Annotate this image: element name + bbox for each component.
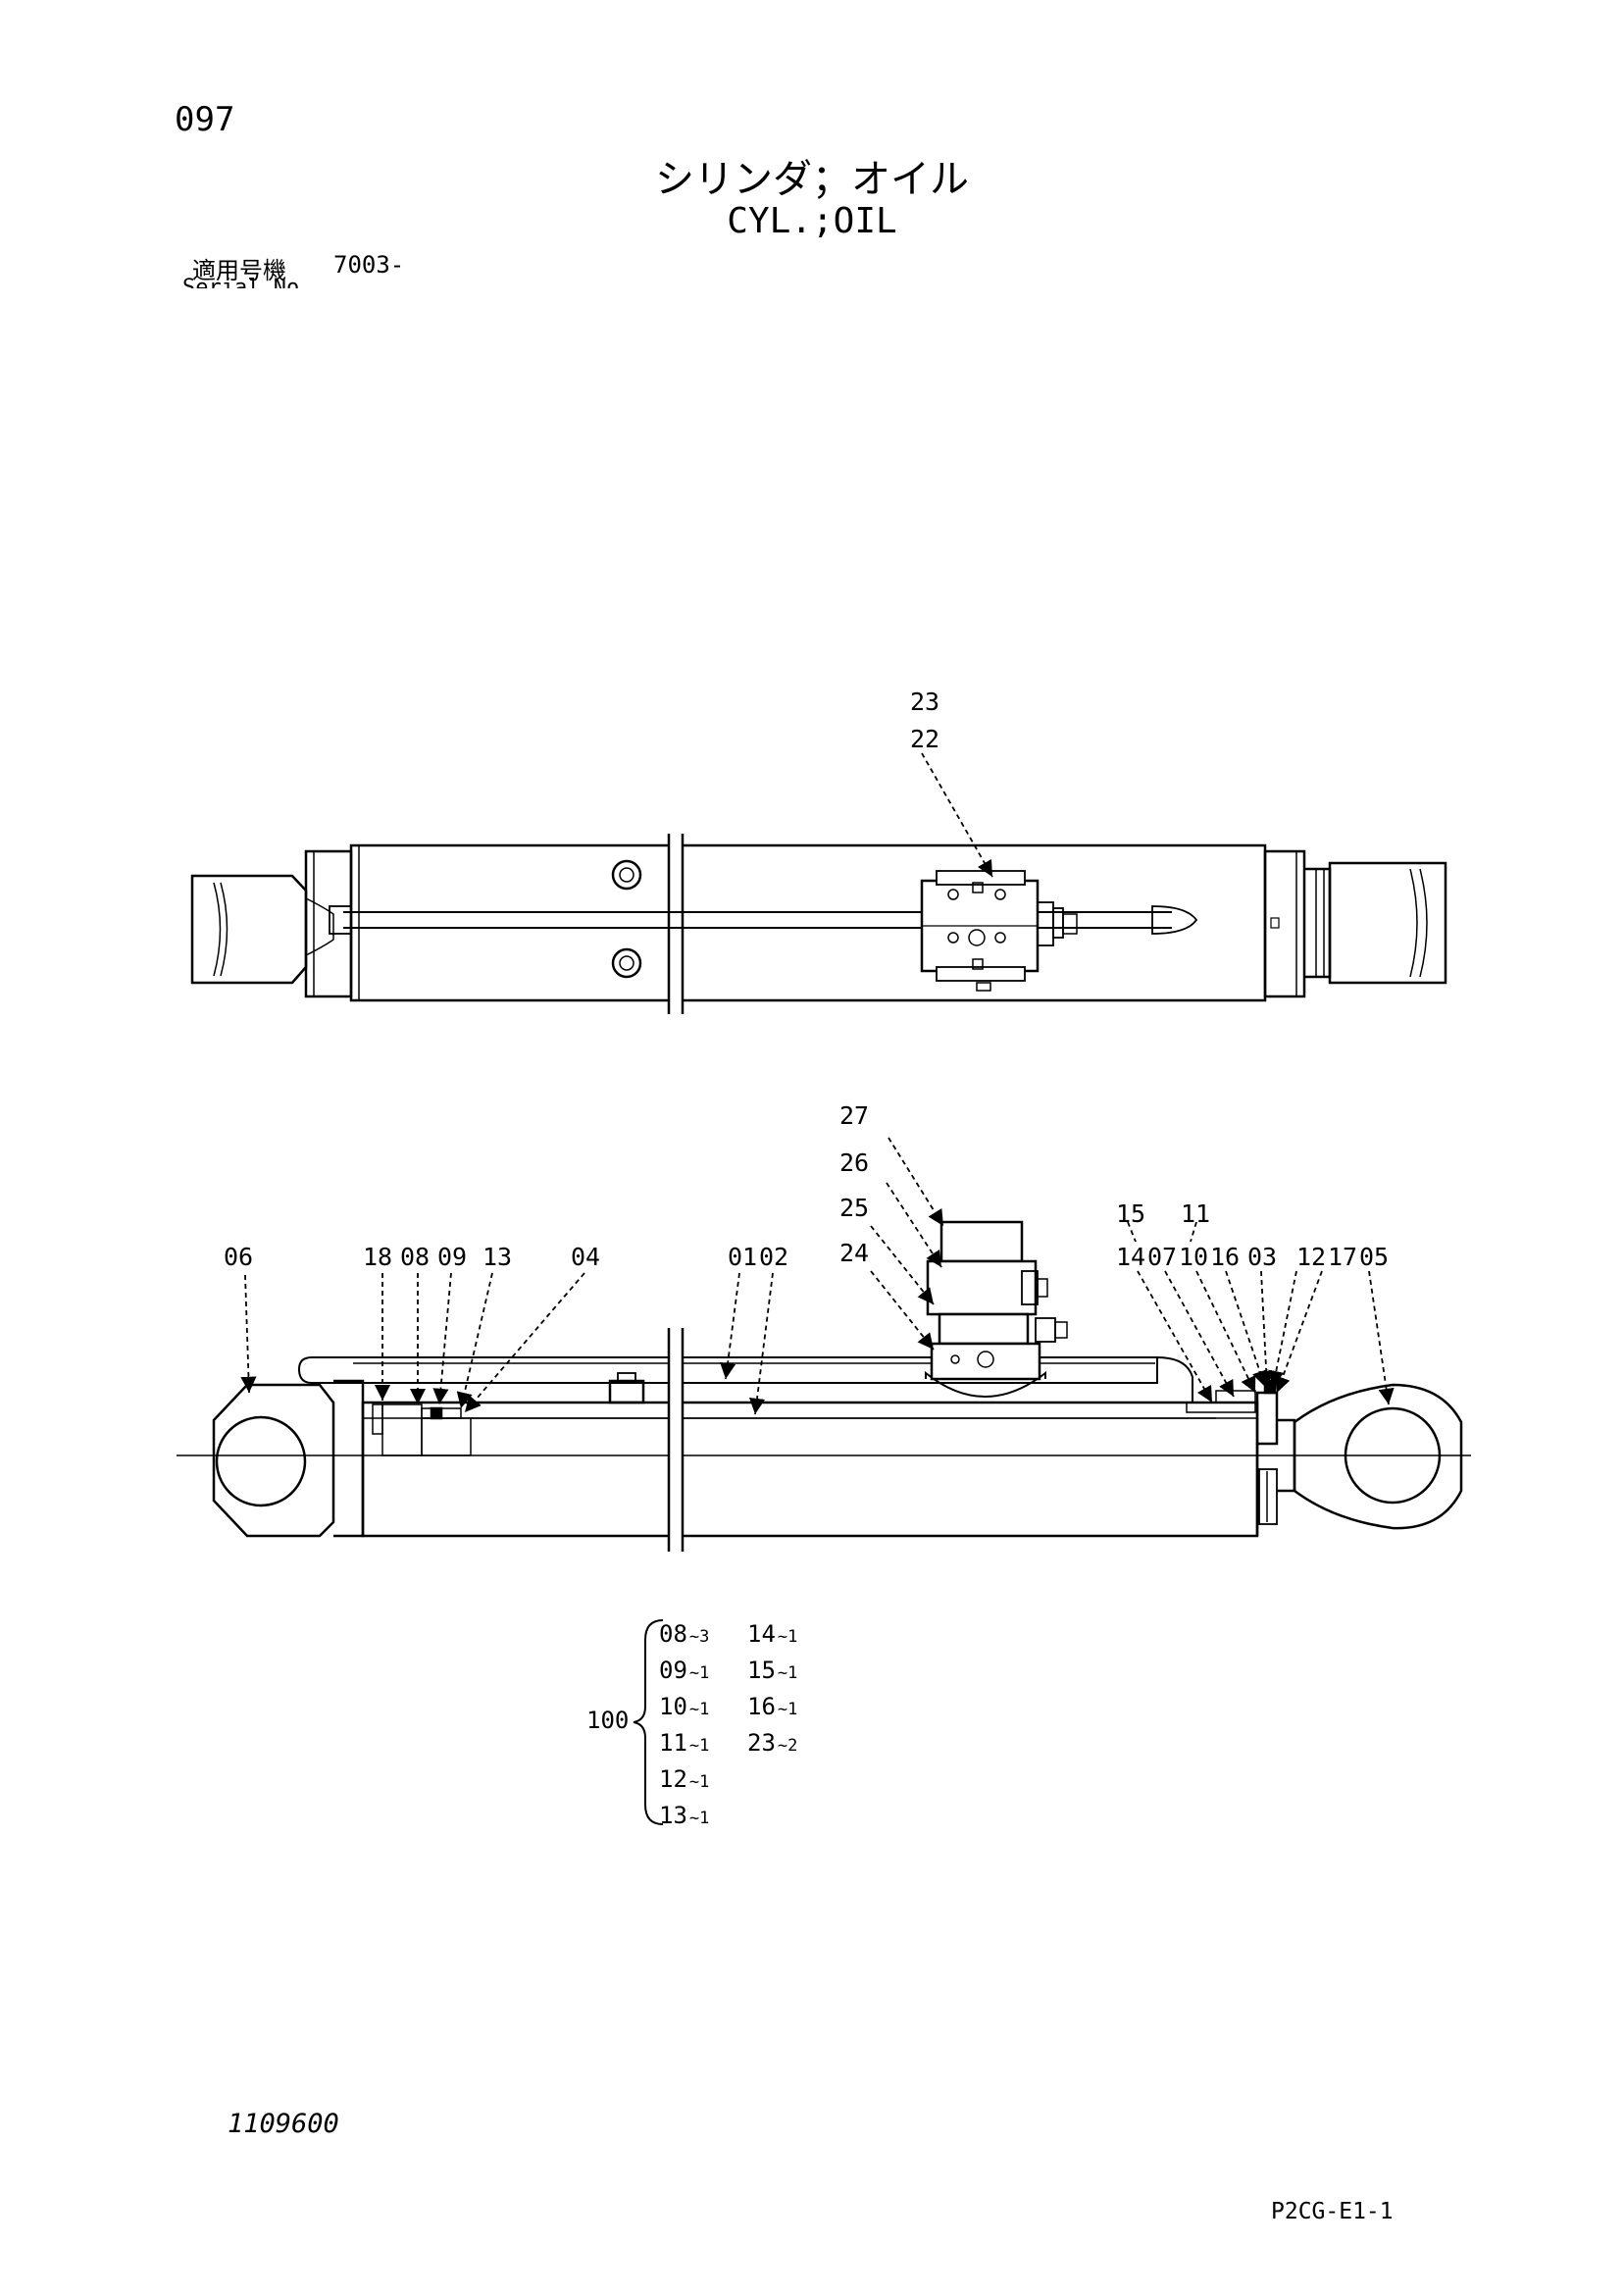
kit-column-1: 08~3 09~1 10~1 11~1 12~1 13~1 [659,1620,709,1829]
kit-item: 10~1 [659,1693,709,1720]
kit-id: 100 [586,1707,629,1734]
callout-17: 17 [1328,1243,1357,1271]
callout-18: 18 [363,1243,392,1271]
callout-12: 12 [1296,1243,1326,1271]
cylinder-side-view [177,1220,1471,1552]
serial-sub-label: Serial No. [182,276,313,288]
kit-item: 15~1 [747,1657,797,1684]
page-code: P2CG-E1-1 [1271,2199,1394,2224]
page-number: 097 [175,100,235,139]
callout-22: 22 [910,725,939,753]
serial-value: 7003- [333,251,405,279]
callout-15: 15 [1116,1199,1145,1228]
kit-item: 11~1 [659,1729,709,1757]
callout-27: 27 [839,1101,869,1130]
title-english: CYL.;OIL [727,201,897,241]
kit-brace [633,1619,664,1825]
callout-01: 01 [728,1243,757,1271]
callout-14: 14 [1116,1243,1145,1271]
callout-03: 03 [1247,1243,1277,1271]
kit-item: 13~1 [659,1802,709,1829]
leaders-top-view [921,752,993,878]
callout-04: 04 [571,1243,600,1271]
callout-16: 16 [1210,1243,1240,1271]
cylinder-top-view [190,834,1447,1014]
callout-10: 10 [1179,1243,1208,1271]
callout-13: 13 [482,1243,512,1271]
kit-column-2: 14~1 15~1 16~1 23~2 [747,1620,797,1757]
kit-item: 08~3 [659,1620,709,1648]
callout-06: 06 [224,1243,253,1271]
callout-23: 23 [910,688,939,716]
serial-label: 適用号機 [192,257,286,284]
leaders-side-view [240,1137,1395,1415]
callout-11: 11 [1181,1199,1210,1228]
service-kit-list: 100 08~3 09~1 10~1 11~1 12~1 13~1 14~1 1… [586,1619,797,1829]
kit-item: 23~2 [747,1729,797,1757]
kit-item: 14~1 [747,1620,797,1648]
callout-08: 08 [400,1243,430,1271]
kit-item: 09~1 [659,1657,709,1684]
kit-item: 12~1 [659,1765,709,1793]
callout-24: 24 [839,1239,869,1267]
callout-25: 25 [839,1194,869,1222]
illustration-number: 1109600 [228,2109,339,2139]
callout-07: 07 [1147,1243,1177,1271]
callout-09: 09 [437,1243,467,1271]
title-japanese: シリンダ；オイル [655,157,969,202]
kit-item: 16~1 [747,1693,797,1720]
callout-26: 26 [839,1148,869,1177]
callout-labels: 23 22 27 26 25 24 06 18 08 09 13 04 01 0… [224,688,1389,1271]
callout-05: 05 [1359,1243,1389,1271]
callout-02: 02 [759,1243,788,1271]
